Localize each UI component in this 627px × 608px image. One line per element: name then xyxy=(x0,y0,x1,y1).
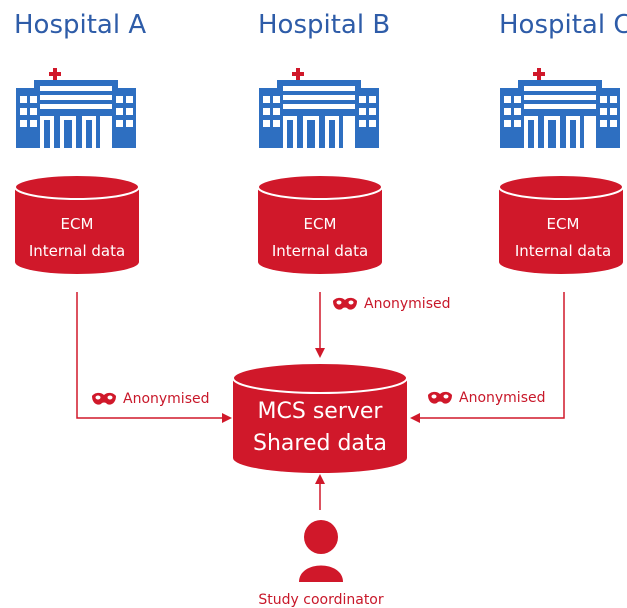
mcs-server-database: MCS server Shared data xyxy=(232,362,408,473)
anonymised-label-right: Anonymised xyxy=(459,390,546,406)
hospital-c-db-line2: Internal data xyxy=(515,242,611,260)
hospital-building-icon xyxy=(259,68,379,148)
hospital-b-db-line2: Internal data xyxy=(272,242,368,260)
server-line1: MCS server xyxy=(258,399,384,424)
mask-icon xyxy=(428,391,452,404)
mask-icon xyxy=(92,392,116,405)
hospital-building-icon xyxy=(500,68,620,148)
hospital-b-db-line1: ECM xyxy=(304,215,337,233)
anonymised-label-center: Anonymised xyxy=(364,296,451,312)
hospital-b-title: Hospital B xyxy=(258,10,391,40)
flow-arrow-hospital-c xyxy=(410,292,565,423)
mask-icon xyxy=(333,297,357,310)
hospital-b-database: ECM Internal data xyxy=(257,174,383,274)
hospital-c-title: Hospital C xyxy=(499,10,627,40)
anonymised-label-left: Anonymised xyxy=(123,391,210,407)
study-coordinator-label: Study coordinator xyxy=(258,592,383,608)
hospital-a-title: Hospital A xyxy=(14,10,147,40)
hospital-a-database: ECM Internal data xyxy=(14,174,140,274)
hospital-a-db-line1: ECM xyxy=(61,215,94,233)
hospital-a-db-line2: Internal data xyxy=(29,242,125,260)
person-icon xyxy=(299,520,343,582)
hospital-c-db-line1: ECM xyxy=(547,215,580,233)
server-line2: Shared data xyxy=(253,431,387,456)
flow-arrow-hospital-a xyxy=(76,292,232,423)
hospital-c-database: ECM Internal data xyxy=(498,174,624,274)
hospital-building-icon xyxy=(16,68,136,148)
